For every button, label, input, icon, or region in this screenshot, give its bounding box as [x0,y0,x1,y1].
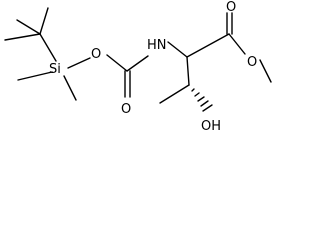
bond-oxygen-to-carbonyl [106,54,128,72]
bond-alpha-to-beta [186,56,190,86]
structure-canvas: Si O HN O O O OH [4,0,272,134]
hydroxyl-label: OH [201,119,221,134]
silicon-atom-label: Si [49,62,61,77]
bond-alpha-to-ester [186,33,230,58]
bond-ester-to-oxygen [228,33,246,55]
bond-beta-to-methyl [159,84,190,104]
bond-tbu-methyl-right [39,7,49,35]
ether-oxygen-label: O [91,47,101,62]
carbamate-oxygen-label: O [121,102,131,117]
ester-oxygen-label: O [247,55,257,70]
bond-carbonyl-to-nh [126,55,149,72]
bond-si-methyl-down [63,75,77,101]
bond-tbu-methyl-left [4,33,41,41]
bond-nh-to-alpha [167,41,188,58]
nh-label: HN [147,38,167,53]
bond-tbu-methyl-top [16,19,41,35]
bond-tbu-to-si [39,33,57,62]
molecule-structure: Si O HN O O O OH [4,0,272,134]
ester-carbonyl-oxygen-label: O [226,0,236,15]
stereo-hash-bond [191,88,213,112]
bond-si-methyl-left [17,71,53,81]
bond-si-to-oxygen [67,57,91,69]
bond-oxygen-to-methyl [259,59,272,83]
